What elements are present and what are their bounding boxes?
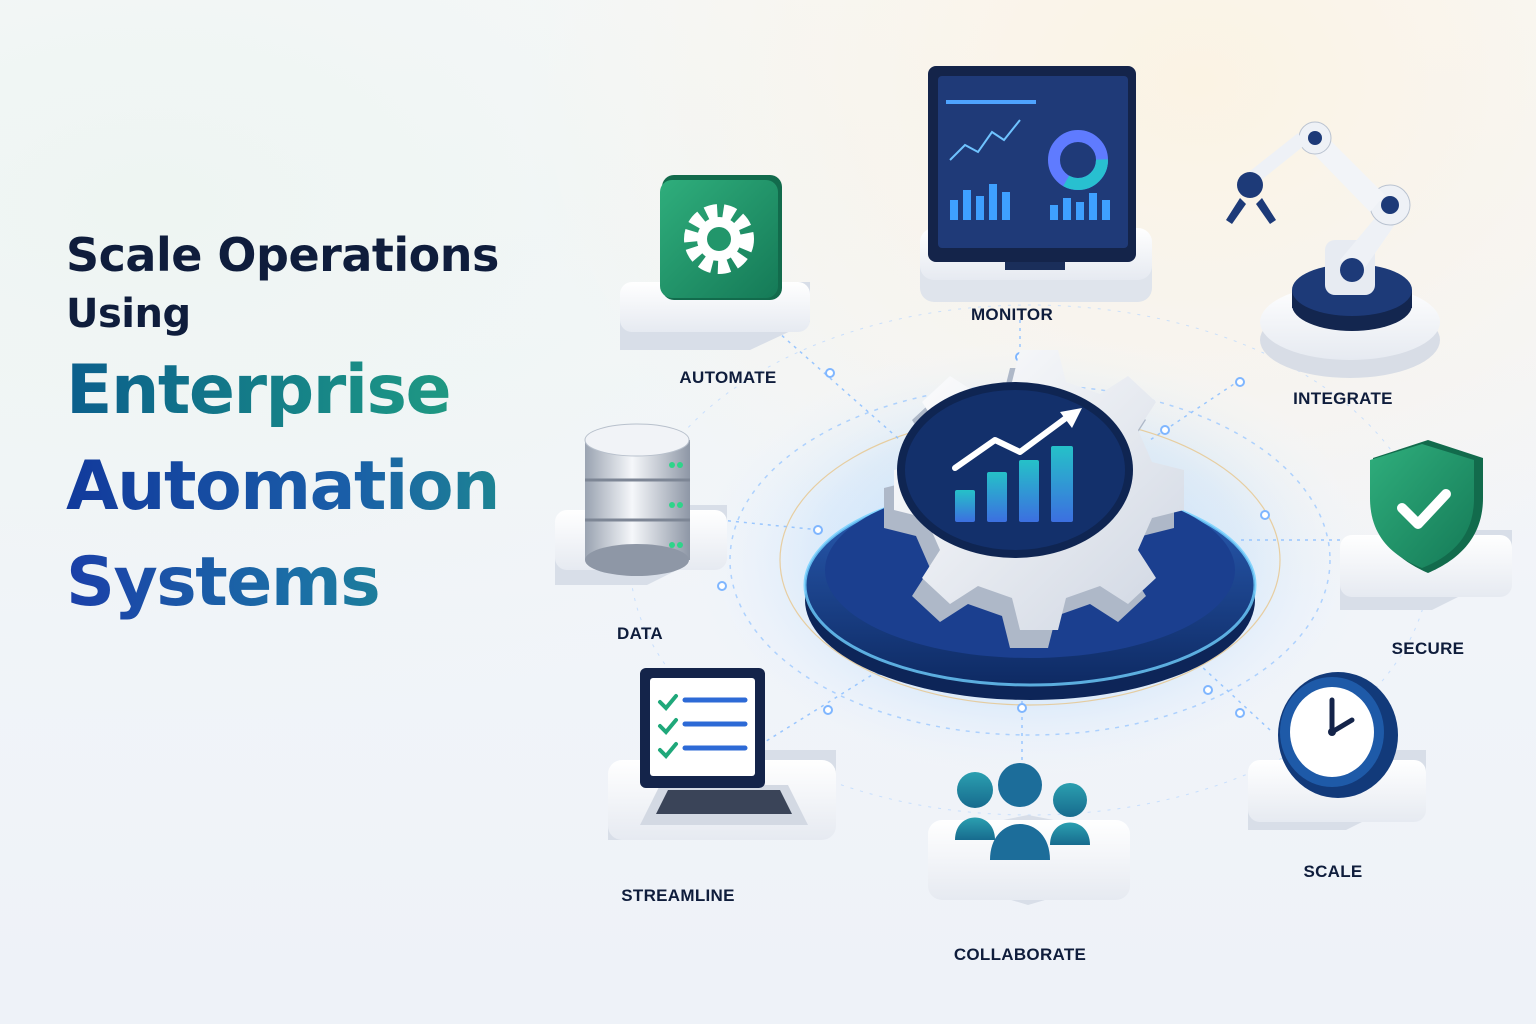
headline-line-3: Enterprise bbox=[66, 343, 586, 439]
data-node bbox=[555, 423, 727, 585]
streamline-label: STREAMLINE bbox=[621, 886, 735, 905]
monitor-line-chart-icon bbox=[946, 100, 1036, 220]
checklist-icon bbox=[658, 694, 748, 759]
integrate-label: INTEGRATE bbox=[1293, 389, 1393, 408]
data-label: DATA bbox=[617, 624, 663, 643]
headline-line-1: Scale Operations bbox=[66, 228, 499, 282]
collaborate-label: COLLABORATE bbox=[953, 945, 1087, 964]
monitor-label: MONITOR bbox=[970, 305, 1054, 324]
shield-check-icon bbox=[1370, 440, 1483, 573]
people-group-icon bbox=[955, 763, 1090, 860]
clock-icon bbox=[1278, 672, 1398, 798]
streamline-node bbox=[608, 668, 836, 840]
gear-icon bbox=[684, 204, 754, 274]
automate-node bbox=[620, 175, 810, 350]
integrate-node bbox=[1226, 121, 1440, 378]
headline-line-4: Automation bbox=[66, 439, 586, 535]
robot-arm-icon bbox=[1226, 121, 1411, 295]
secure-label: SECURE bbox=[1391, 639, 1465, 658]
collaborate-node bbox=[928, 763, 1130, 905]
laptop-icon bbox=[640, 668, 808, 825]
headline-line-5: Systems bbox=[66, 535, 586, 631]
scale-label: SCALE bbox=[1303, 862, 1363, 881]
headline: Scale Operations Using Enterprise Automa… bbox=[66, 225, 586, 631]
secure-node bbox=[1340, 440, 1512, 610]
scale-node bbox=[1248, 672, 1426, 830]
automate-label: AUTOMATE bbox=[679, 368, 777, 387]
monitor-node bbox=[920, 66, 1152, 302]
growth-chart-icon bbox=[952, 408, 1082, 522]
database-icon bbox=[584, 423, 690, 576]
headline-line-2: Using bbox=[66, 291, 191, 337]
donut-chart-icon bbox=[1048, 130, 1110, 220]
